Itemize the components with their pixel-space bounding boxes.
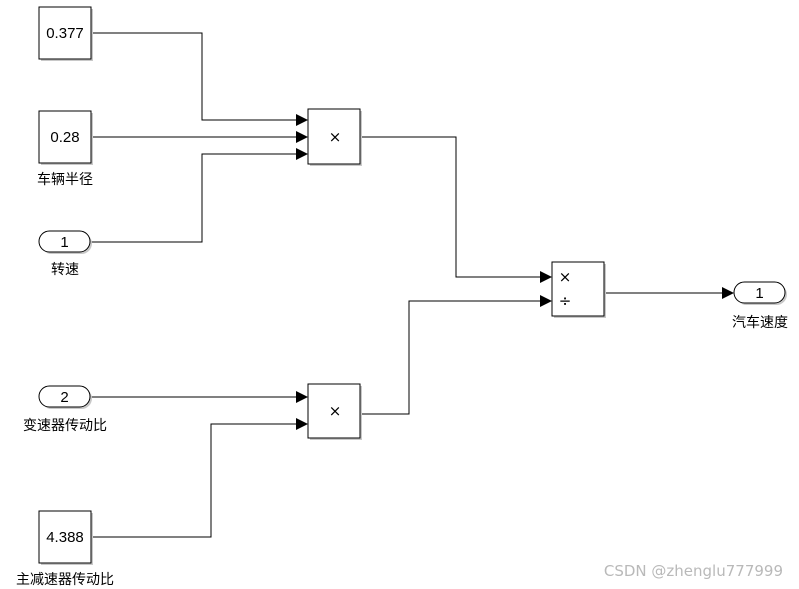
product-block-bottom[interactable]: × [307, 383, 362, 440]
wire-const0377-to-product-top [91, 32, 300, 121]
product-block-top[interactable]: × [307, 108, 362, 166]
inport-gear-ratio-label: 变速器传动比 [23, 418, 107, 434]
wire-product-bottom-to-divide [361, 300, 544, 415]
constant-final-drive-label: 主减速器传动比 [16, 572, 114, 588]
outport-block-vehicle-speed[interactable]: 1 [733, 281, 787, 305]
outport-vehicle-speed-label: 汽车速度 [732, 314, 788, 331]
inport-gear-ratio-number: 2 [60, 389, 68, 406]
inport-speed-label: 转速 [51, 262, 79, 278]
constant-block-final-drive[interactable]: 4.388 [38, 510, 93, 565]
constant-block-radius[interactable]: 0.28 [38, 110, 93, 165]
wire-final-drive-to-product-bottom [91, 423, 300, 538]
divide-block[interactable]: × ÷ [551, 261, 606, 318]
inport-block-gear-ratio[interactable]: 2 [38, 385, 92, 409]
arrow-product-top-in1 [296, 114, 308, 126]
arrow-product-bottom-in1 [296, 391, 308, 403]
product-bottom-symbol: × [329, 402, 342, 420]
watermark: CSDN @zhenglu777999 [604, 562, 783, 580]
inport-speed-number: 1 [60, 234, 68, 251]
product-top-symbol: × [329, 128, 342, 146]
wire-speed-to-product-top [91, 153, 300, 243]
divide-divide-symbol: ÷ [559, 292, 572, 310]
constant-0377-value: 0.377 [46, 25, 84, 42]
arrow-divide-in1 [540, 271, 552, 283]
arrow-product-top-in2 [296, 131, 308, 143]
arrow-product-bottom-in2 [296, 418, 308, 430]
outport-vehicle-speed-number: 1 [755, 285, 763, 302]
divide-multiply-symbol: × [559, 268, 572, 286]
arrow-divide-in2 [540, 295, 552, 307]
constant-block-0377[interactable]: 0.377 [38, 6, 93, 61]
wire-product-top-to-divide [361, 136, 544, 278]
constant-radius-value: 0.28 [50, 129, 79, 146]
arrow-outport-in [722, 287, 734, 299]
arrow-product-top-in3 [296, 148, 308, 160]
constant-radius-label: 车辆半径 [37, 171, 93, 188]
constant-final-drive-value: 4.388 [46, 529, 84, 546]
inport-block-speed[interactable]: 1 [38, 230, 92, 254]
